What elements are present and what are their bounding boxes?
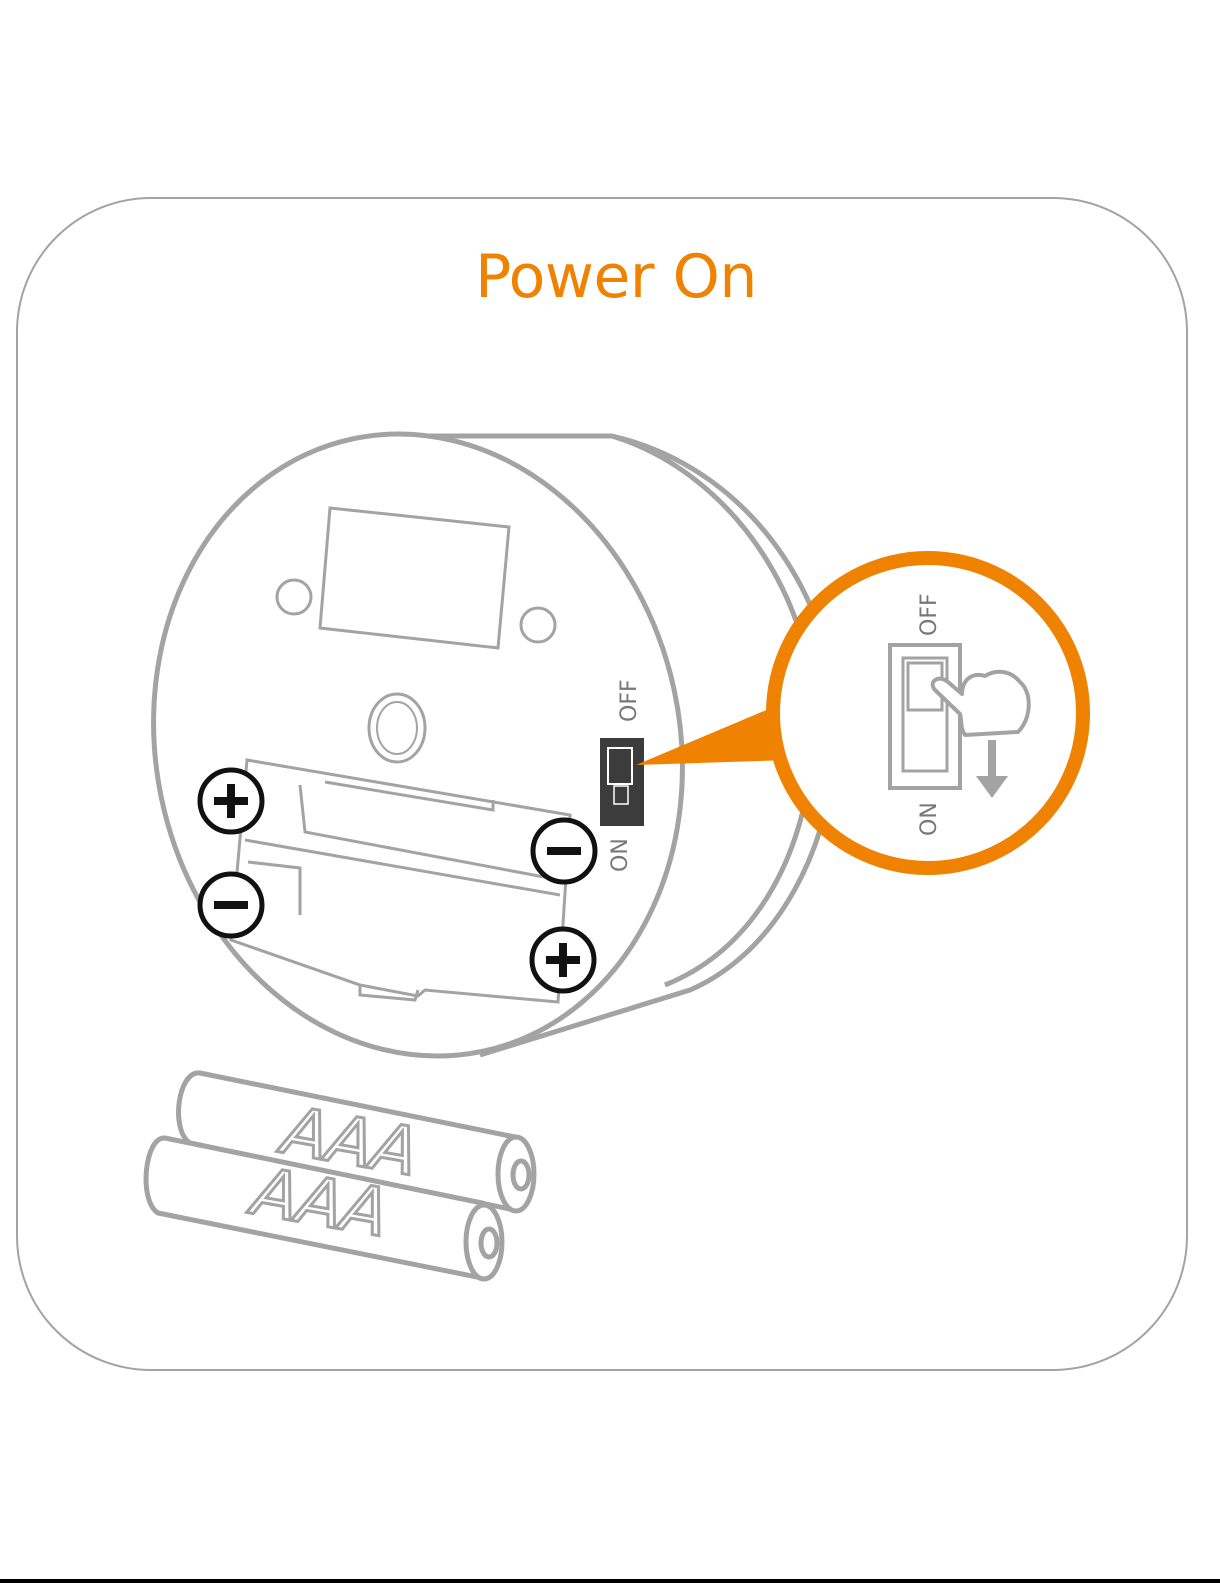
zoom-on-label: ON <box>917 802 942 836</box>
switch-off-label: OFF <box>617 679 642 722</box>
switch-on-label: ON <box>608 838 633 872</box>
polarity-plus-bottom-right <box>532 929 594 991</box>
zoomed-switch <box>890 645 960 788</box>
polarity-plus-top-left <box>200 770 262 832</box>
zoom-off-label: OFF <box>917 593 942 636</box>
power-switch[interactable] <box>600 738 644 826</box>
page-bottom-rule <box>0 1579 1220 1583</box>
polarity-minus-bottom-left <box>200 874 262 936</box>
polarity-minus-right <box>533 820 595 882</box>
